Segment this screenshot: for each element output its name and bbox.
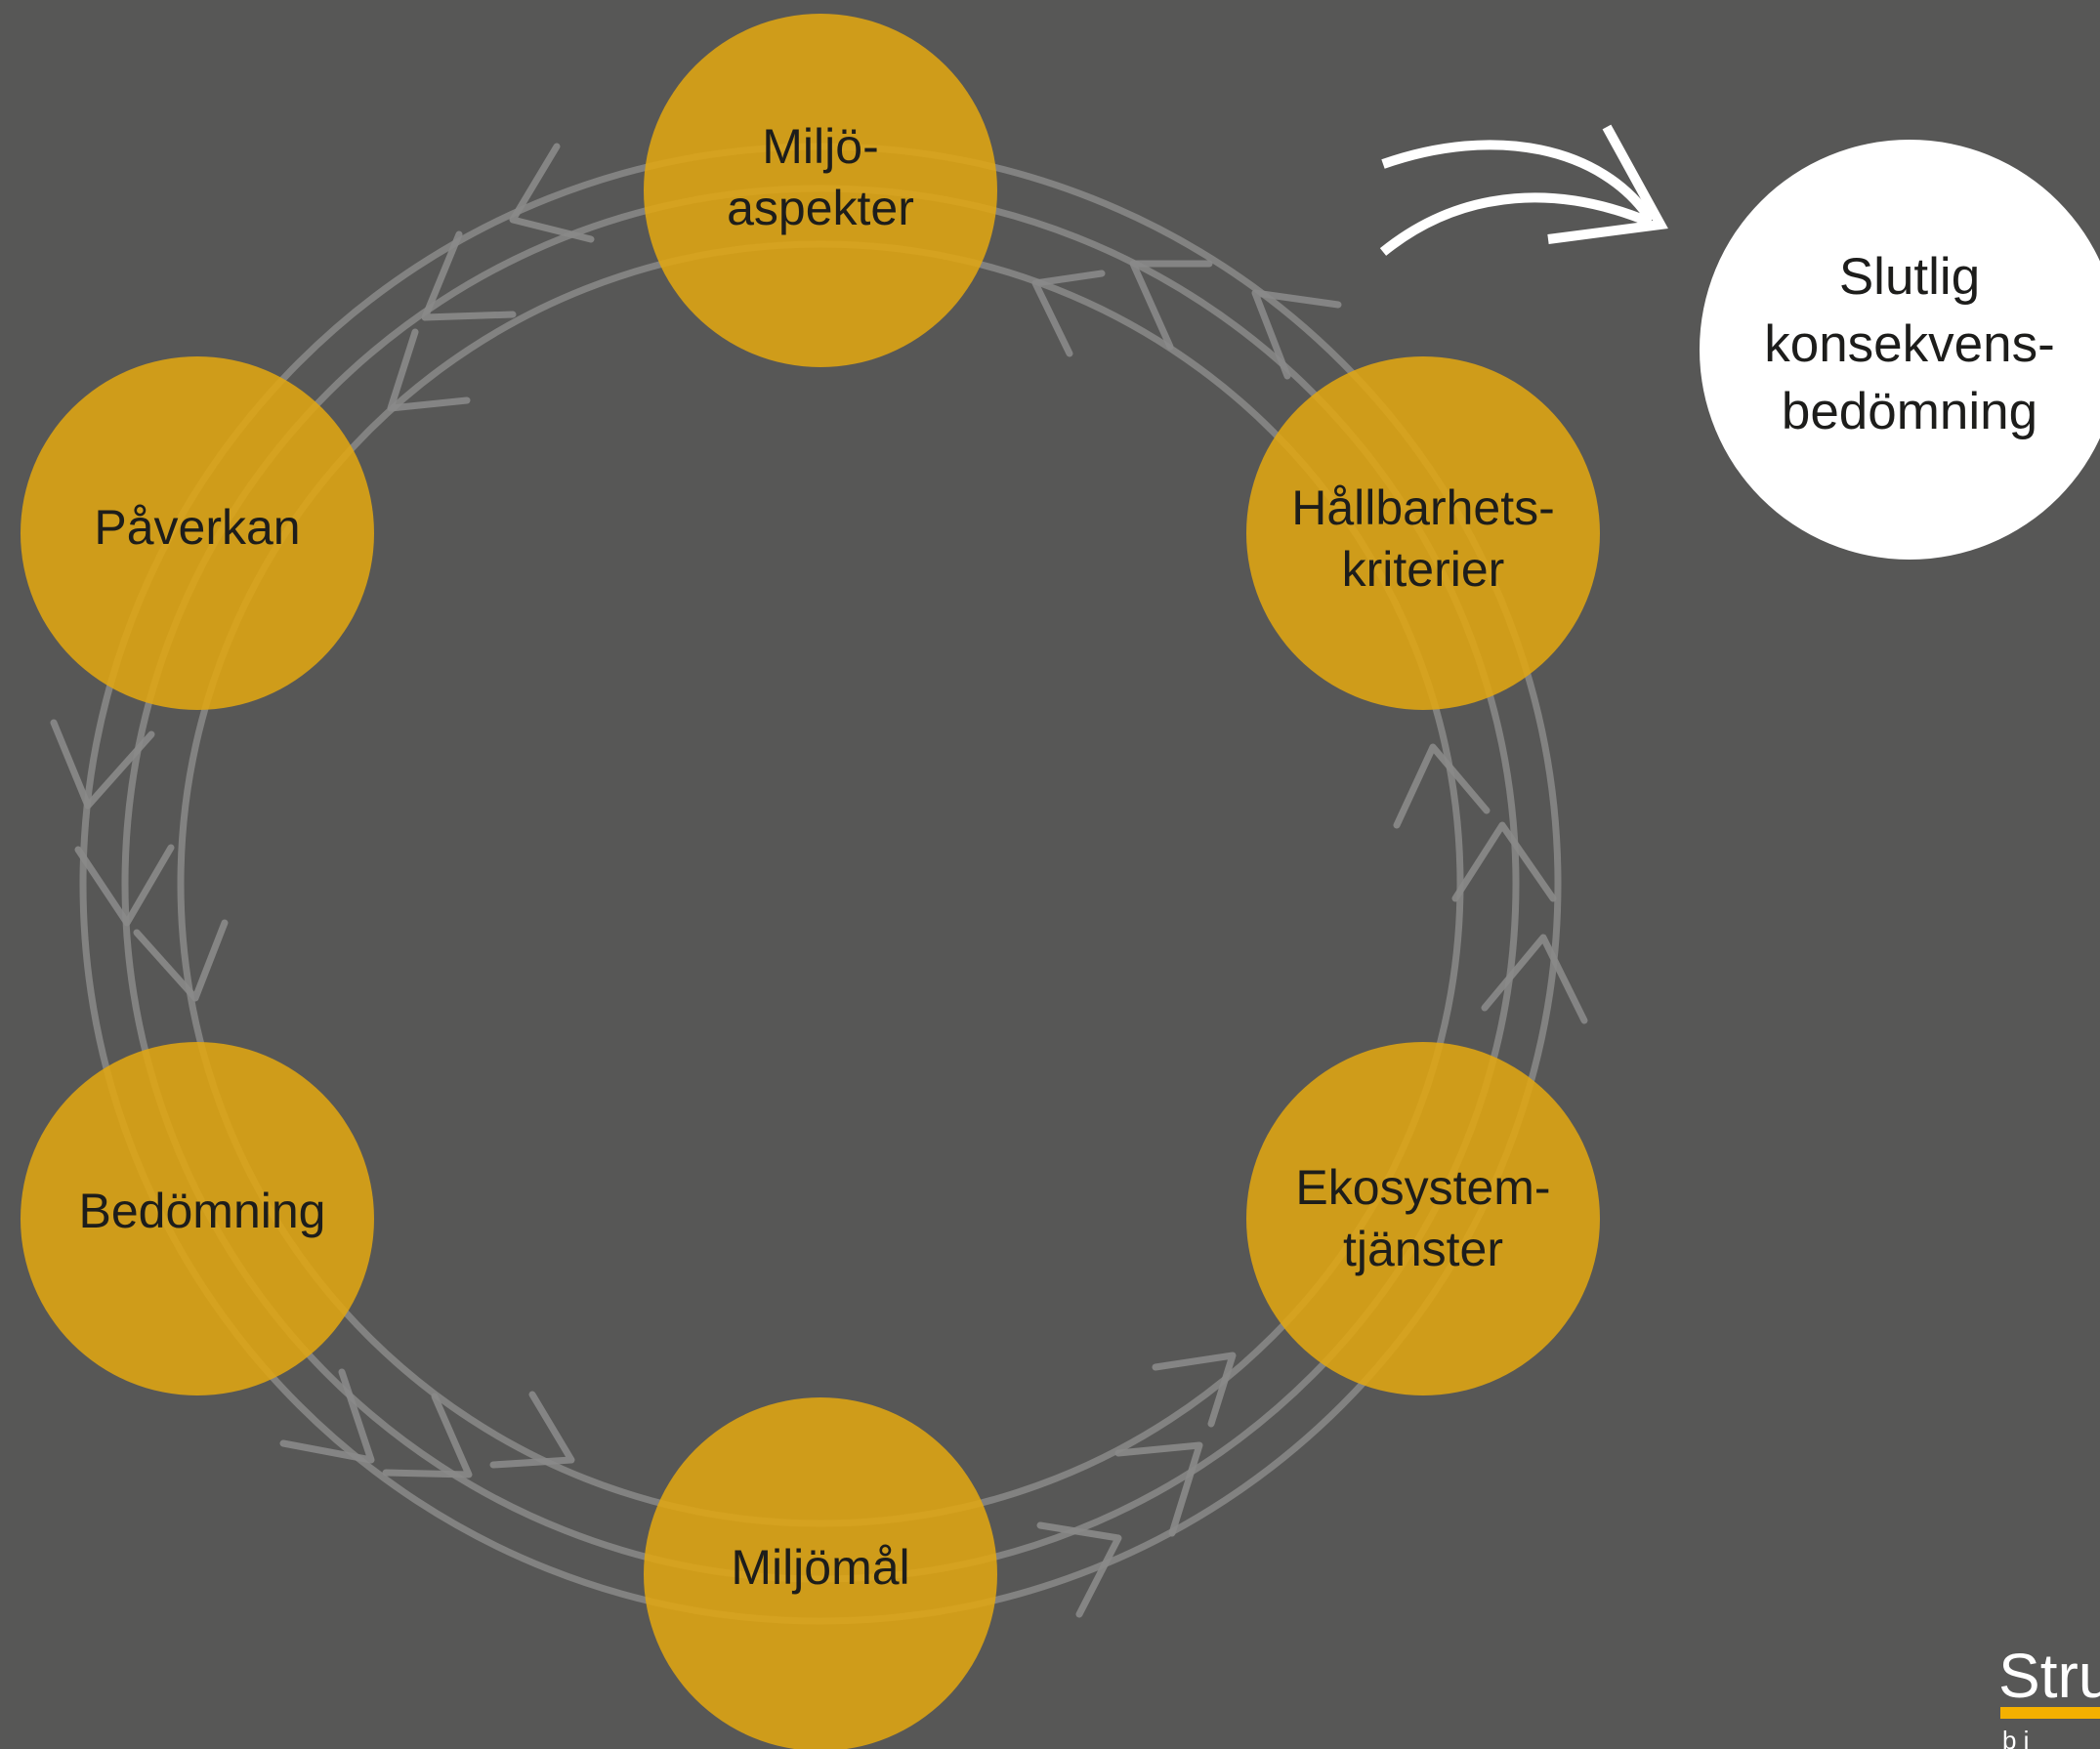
chevron-icon [489,1391,575,1469]
cycle-ring-middle [121,185,1520,1583]
chevron-icon [421,230,517,321]
node-label-line-1: Hållbarhets- [1291,480,1555,535]
final-label-line-3: bedömning [1782,383,2037,440]
logo-subtext: b i [2002,1726,2029,1749]
node-label-line-1: Miljö- [762,119,878,174]
node-label-line-2: kriterier [1342,542,1505,597]
chevron-icon [1152,1352,1237,1428]
final-label-line-1: Slutlig [1839,248,1980,306]
chevron-icon [1036,1521,1122,1618]
chevron-icon [1451,821,1557,902]
chevron-icon [1114,1441,1203,1537]
logo-underline [2000,1707,2100,1719]
chevron-icon [133,919,229,1002]
node-label: Påverkan [94,500,300,555]
logo: Stru b i [1998,1641,2100,1749]
chevron-icon [279,1368,375,1464]
output-arrow-icon [1379,124,1668,256]
node-hallbarhetskriterier: Hållbarhets- kriterier [1246,356,1600,710]
chevron-icon [1129,260,1213,351]
chevron-icon [509,143,595,243]
node-label-line-2: aspekter [727,181,914,235]
node-ekosystemtjanster: Ekosystem- tjänster [1246,1042,1600,1395]
node-label-line-2: tjänster [1343,1222,1503,1276]
chevron-icon [1031,270,1106,357]
cycle-ring-inner [177,240,1464,1527]
node-final-assessment: Slutlig konsekvens- bedömning [1700,140,2100,560]
cycle-arrows [50,143,1588,1618]
final-label-line-2: konsekvens- [1764,315,2055,373]
node-label-line-1: Ekosystem- [1295,1160,1550,1215]
node-miljoaspekter: Miljö- aspekter [644,14,997,367]
node-paverkan: Påverkan [21,356,374,710]
node-label: Miljömål [731,1540,909,1595]
chevron-icon [387,328,471,412]
chevron-icon [1481,934,1588,1024]
node-label: Bedömning [79,1184,326,1238]
chevron-icon [74,844,175,927]
chevron-icon [1251,289,1342,380]
node-bedomning: Bedömning [21,1042,374,1395]
logo-text: Stru [1998,1641,2100,1711]
node-miljomal: Miljömål [644,1397,997,1749]
chevron-icon [50,719,155,810]
chevron-icon [382,1393,473,1478]
chevron-icon [1393,743,1491,829]
